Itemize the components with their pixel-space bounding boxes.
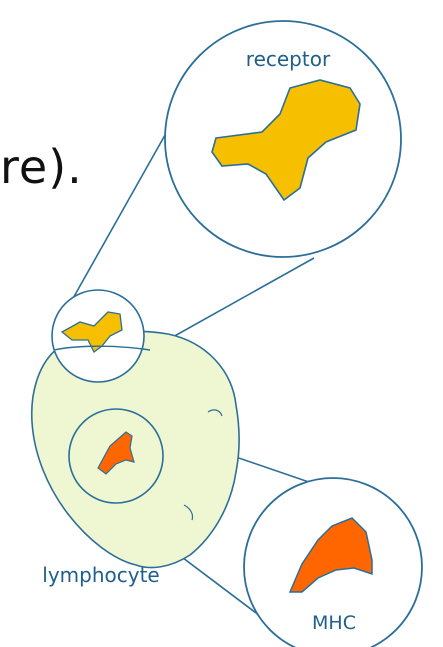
lymphocyte-label: lymphocyte xyxy=(42,563,159,587)
mhc-label: MHC xyxy=(312,612,356,634)
receptor-zoom-line-top xyxy=(58,112,178,325)
receptor-label: receptor xyxy=(246,47,331,71)
